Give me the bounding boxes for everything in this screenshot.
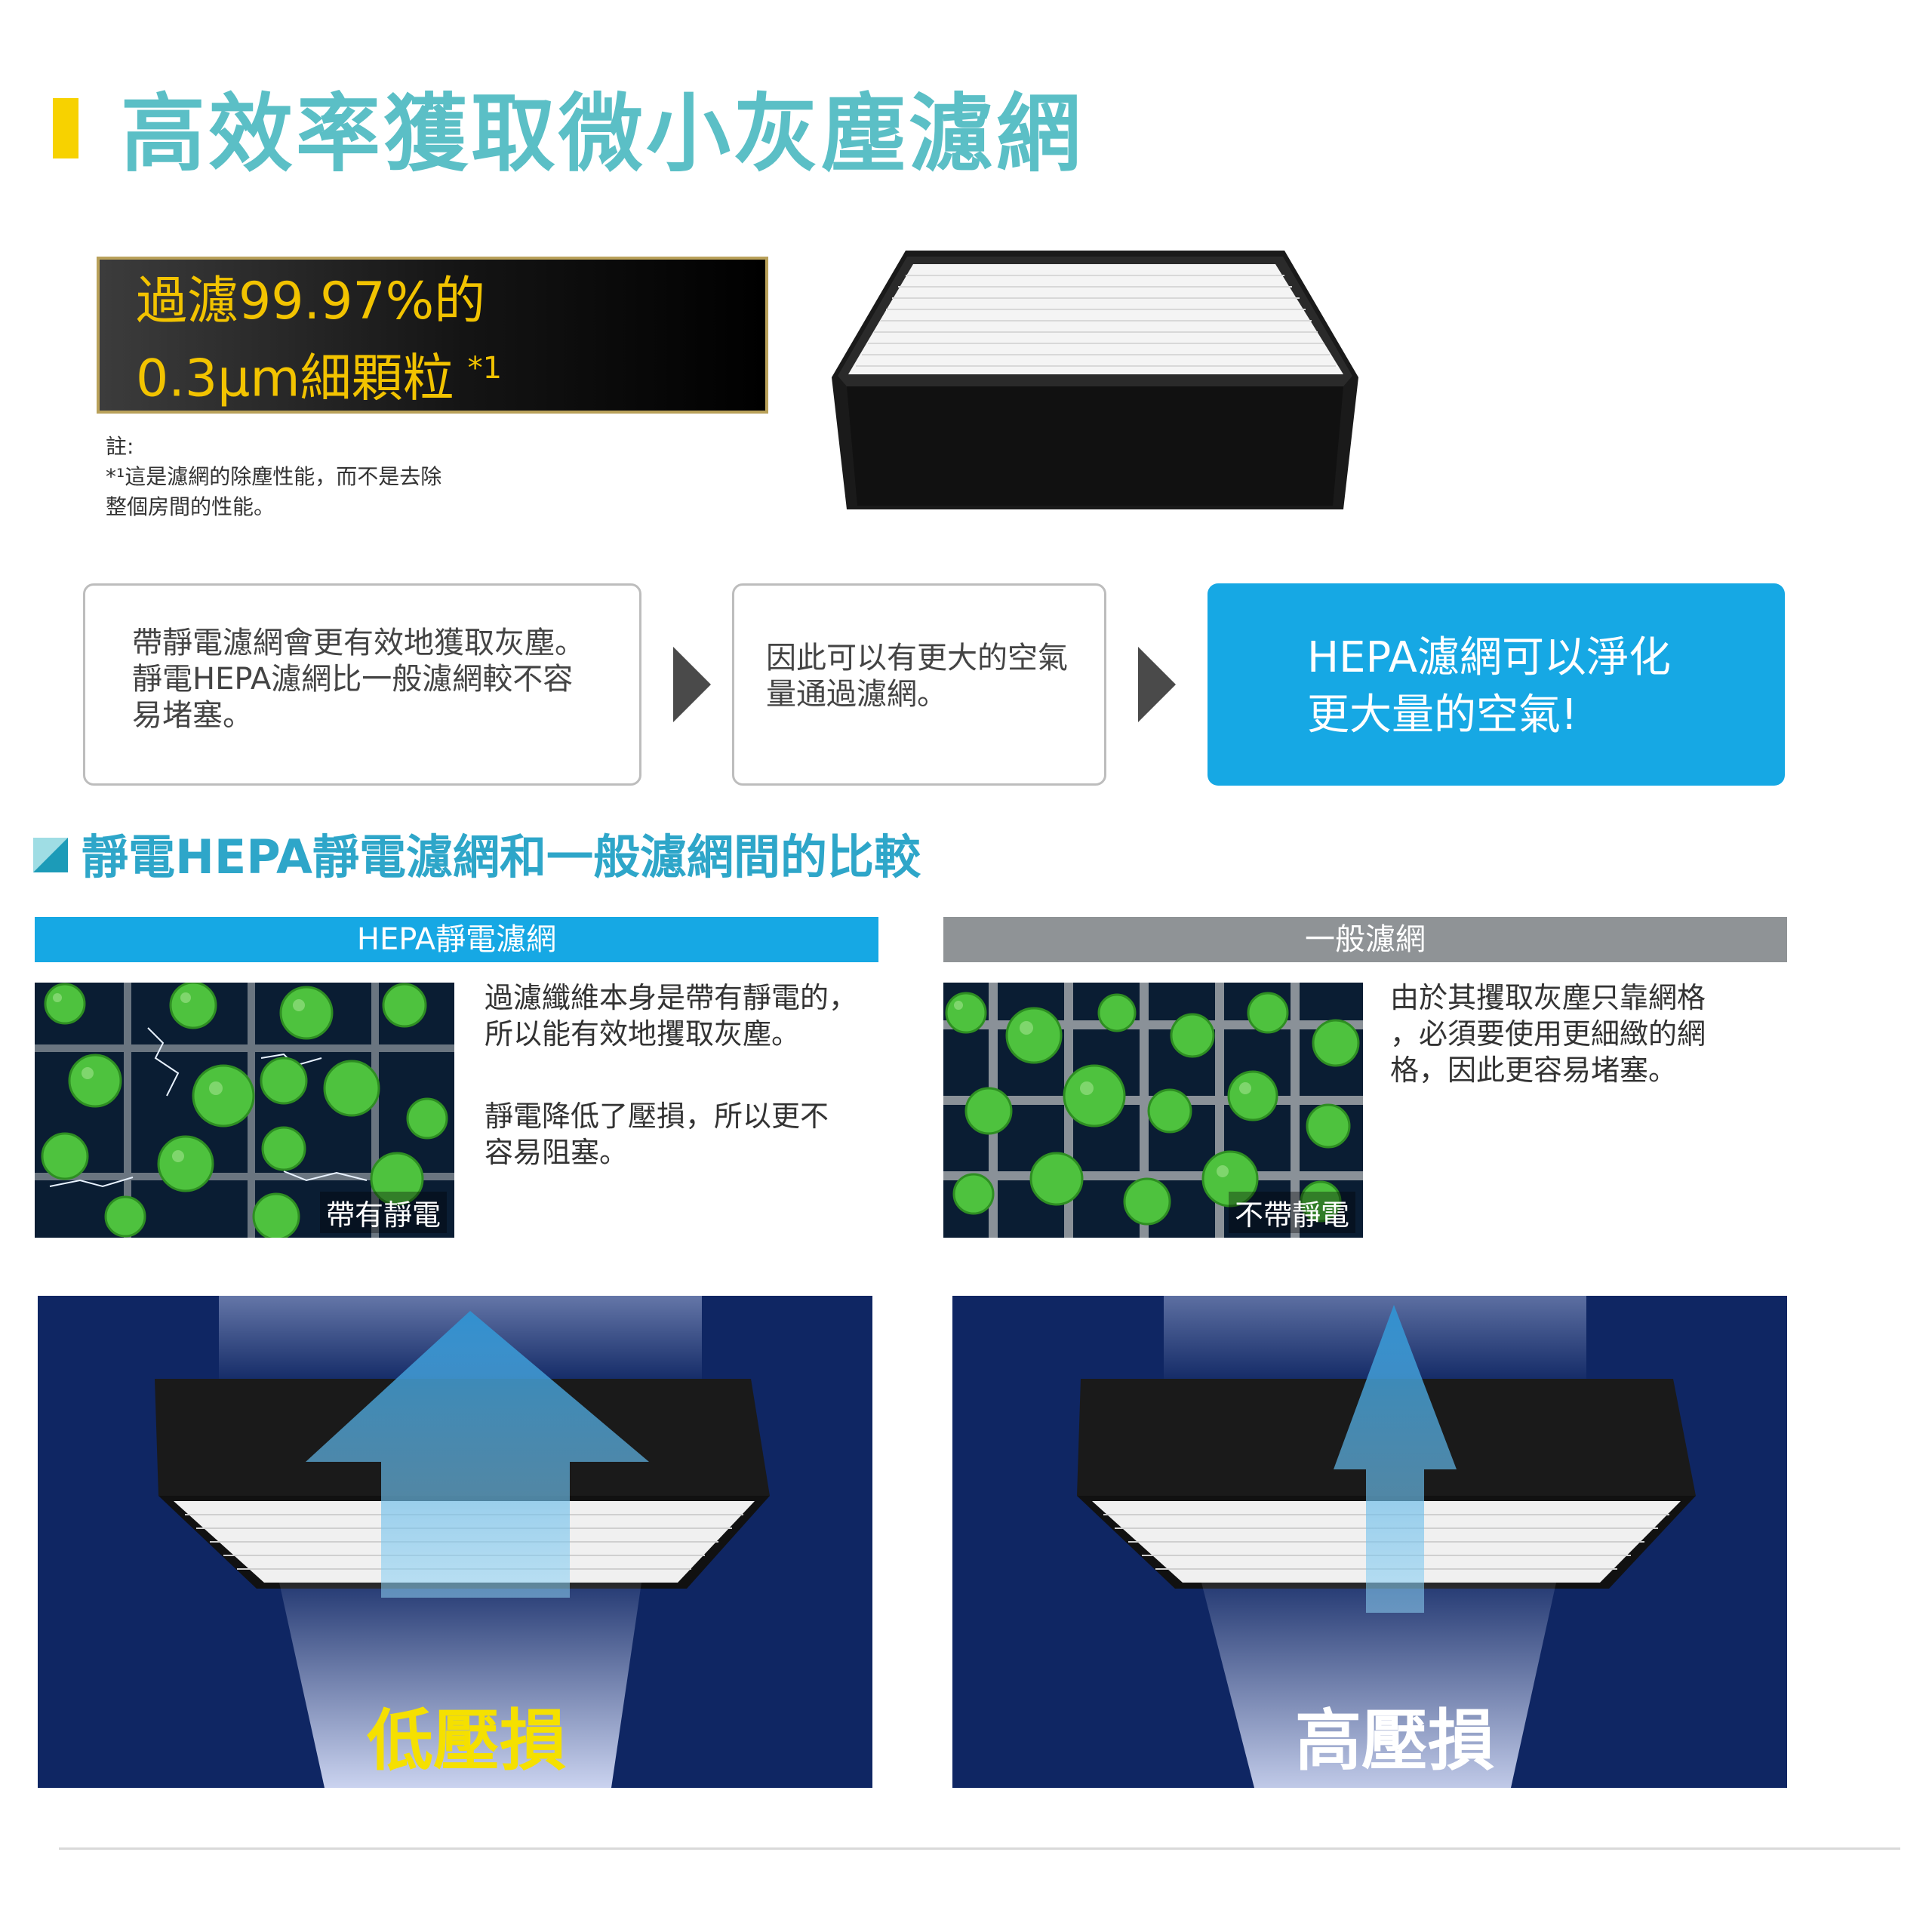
flow-step-1 (83, 583, 641, 786)
hepa-desc-2-line: 容易阻塞。 (485, 1136, 629, 1169)
hepa-desc-1-line: 過濾纖維本身是帶有靜電的， (485, 981, 858, 1014)
high-pressure-illustration (1077, 1296, 1696, 1788)
low-pressure-panel: 低壓損 (38, 1296, 872, 1788)
hepa-desc-1-line: 所以能有效地攫取灰塵。 (485, 1017, 801, 1051)
flow-step-2-line: 量通過濾網。 (766, 677, 947, 712)
note-line-1: *¹這是濾網的除塵性能，而不是去除 (106, 464, 442, 489)
flow-step-1-line: 靜電HEPA濾網比一般濾網較不容 (132, 662, 574, 697)
flow-step-2 (732, 583, 1106, 786)
bottom-divider (59, 1847, 1900, 1850)
normal-photo-caption: 不帶靜電 (1228, 1192, 1355, 1233)
normal-desc-line: 格，因此更容易堵塞。 (1390, 1054, 1678, 1087)
note-label: 註: (106, 434, 134, 459)
flow-result (1208, 583, 1785, 786)
normal-desc-line: ，必須要使用更細緻的網 (1390, 1017, 1706, 1051)
hepa-desc-1: 過濾纖維本身是帶有靜電的， 所以能有效地攫取灰塵。 (485, 980, 857, 1052)
spec-box (97, 257, 768, 414)
normal-photo: 不帶靜電 (943, 983, 1363, 1238)
title-accent-bar (53, 98, 78, 158)
normal-desc-line: 由於其攫取灰塵只靠網格 (1390, 981, 1706, 1014)
flow-result-line: HEPA濾網可以淨化 (1307, 633, 1671, 682)
flow-result-text: HEPA濾網可以淨化 更大量的空氣! (1307, 629, 1671, 744)
flow-result-line: 更大量的空氣! (1307, 691, 1578, 740)
normal-desc: 由於其攫取灰塵只靠網格 ，必須要使用更細緻的網 格，因此更容易堵塞。 (1390, 980, 1706, 1088)
flow-step-1-line: 易堵塞。 (132, 698, 253, 733)
normal-header: 一般濾網 (943, 917, 1787, 962)
high-pressure-label: 高壓損 (1295, 1702, 1495, 1780)
hepa-desc-2-line: 靜電降低了壓損，所以更不 (485, 1100, 829, 1133)
spec-line-1: 過濾99.97%的 (136, 272, 486, 331)
filter-image (832, 251, 1358, 509)
spec-line-2: 0.3μm細顆粒 *1 (136, 338, 502, 410)
flow-step-1-text: 帶靜電濾網會更有效地獲取灰塵。 靜電HEPA濾網比一般濾網較不容 易堵塞。 (132, 625, 585, 734)
spec-footnote-mark: *1 (467, 351, 503, 386)
page-title: 高效率獲取微小灰塵濾網 (121, 85, 1084, 183)
flow-step-1-line: 帶靜電濾網會更有效地獲取灰塵。 (132, 626, 585, 660)
hepa-header: HEPA靜電濾網 (35, 917, 878, 962)
note-line-2: 整個房間的性能。 (106, 494, 275, 519)
normal-mesh-illustration (943, 983, 1363, 1238)
flow-step-2-line: 因此可以有更大的空氣 (766, 641, 1068, 675)
hepa-mesh-illustration (35, 983, 454, 1238)
hepa-photo: 帶有靜電 (35, 983, 454, 1238)
high-pressure-panel: 高壓損 (952, 1296, 1787, 1788)
flow-step-2-text: 因此可以有更大的空氣 量通過濾網。 (766, 640, 1068, 712)
teal-square-icon (33, 838, 68, 872)
hepa-photo-caption: 帶有靜電 (319, 1192, 447, 1233)
comparison-title: 靜電HEPA靜電濾網和一般濾網間的比較 (82, 829, 921, 884)
triangle-right-icon (673, 647, 711, 722)
low-pressure-label: 低壓損 (367, 1702, 567, 1780)
low-pressure-illustration (155, 1296, 770, 1788)
hepa-desc-2: 靜電降低了壓損，所以更不 容易阻塞。 (485, 1098, 829, 1171)
triangle-right-icon (1138, 647, 1176, 722)
spec-line-2-text: 0.3μm細顆粒 (136, 349, 454, 409)
